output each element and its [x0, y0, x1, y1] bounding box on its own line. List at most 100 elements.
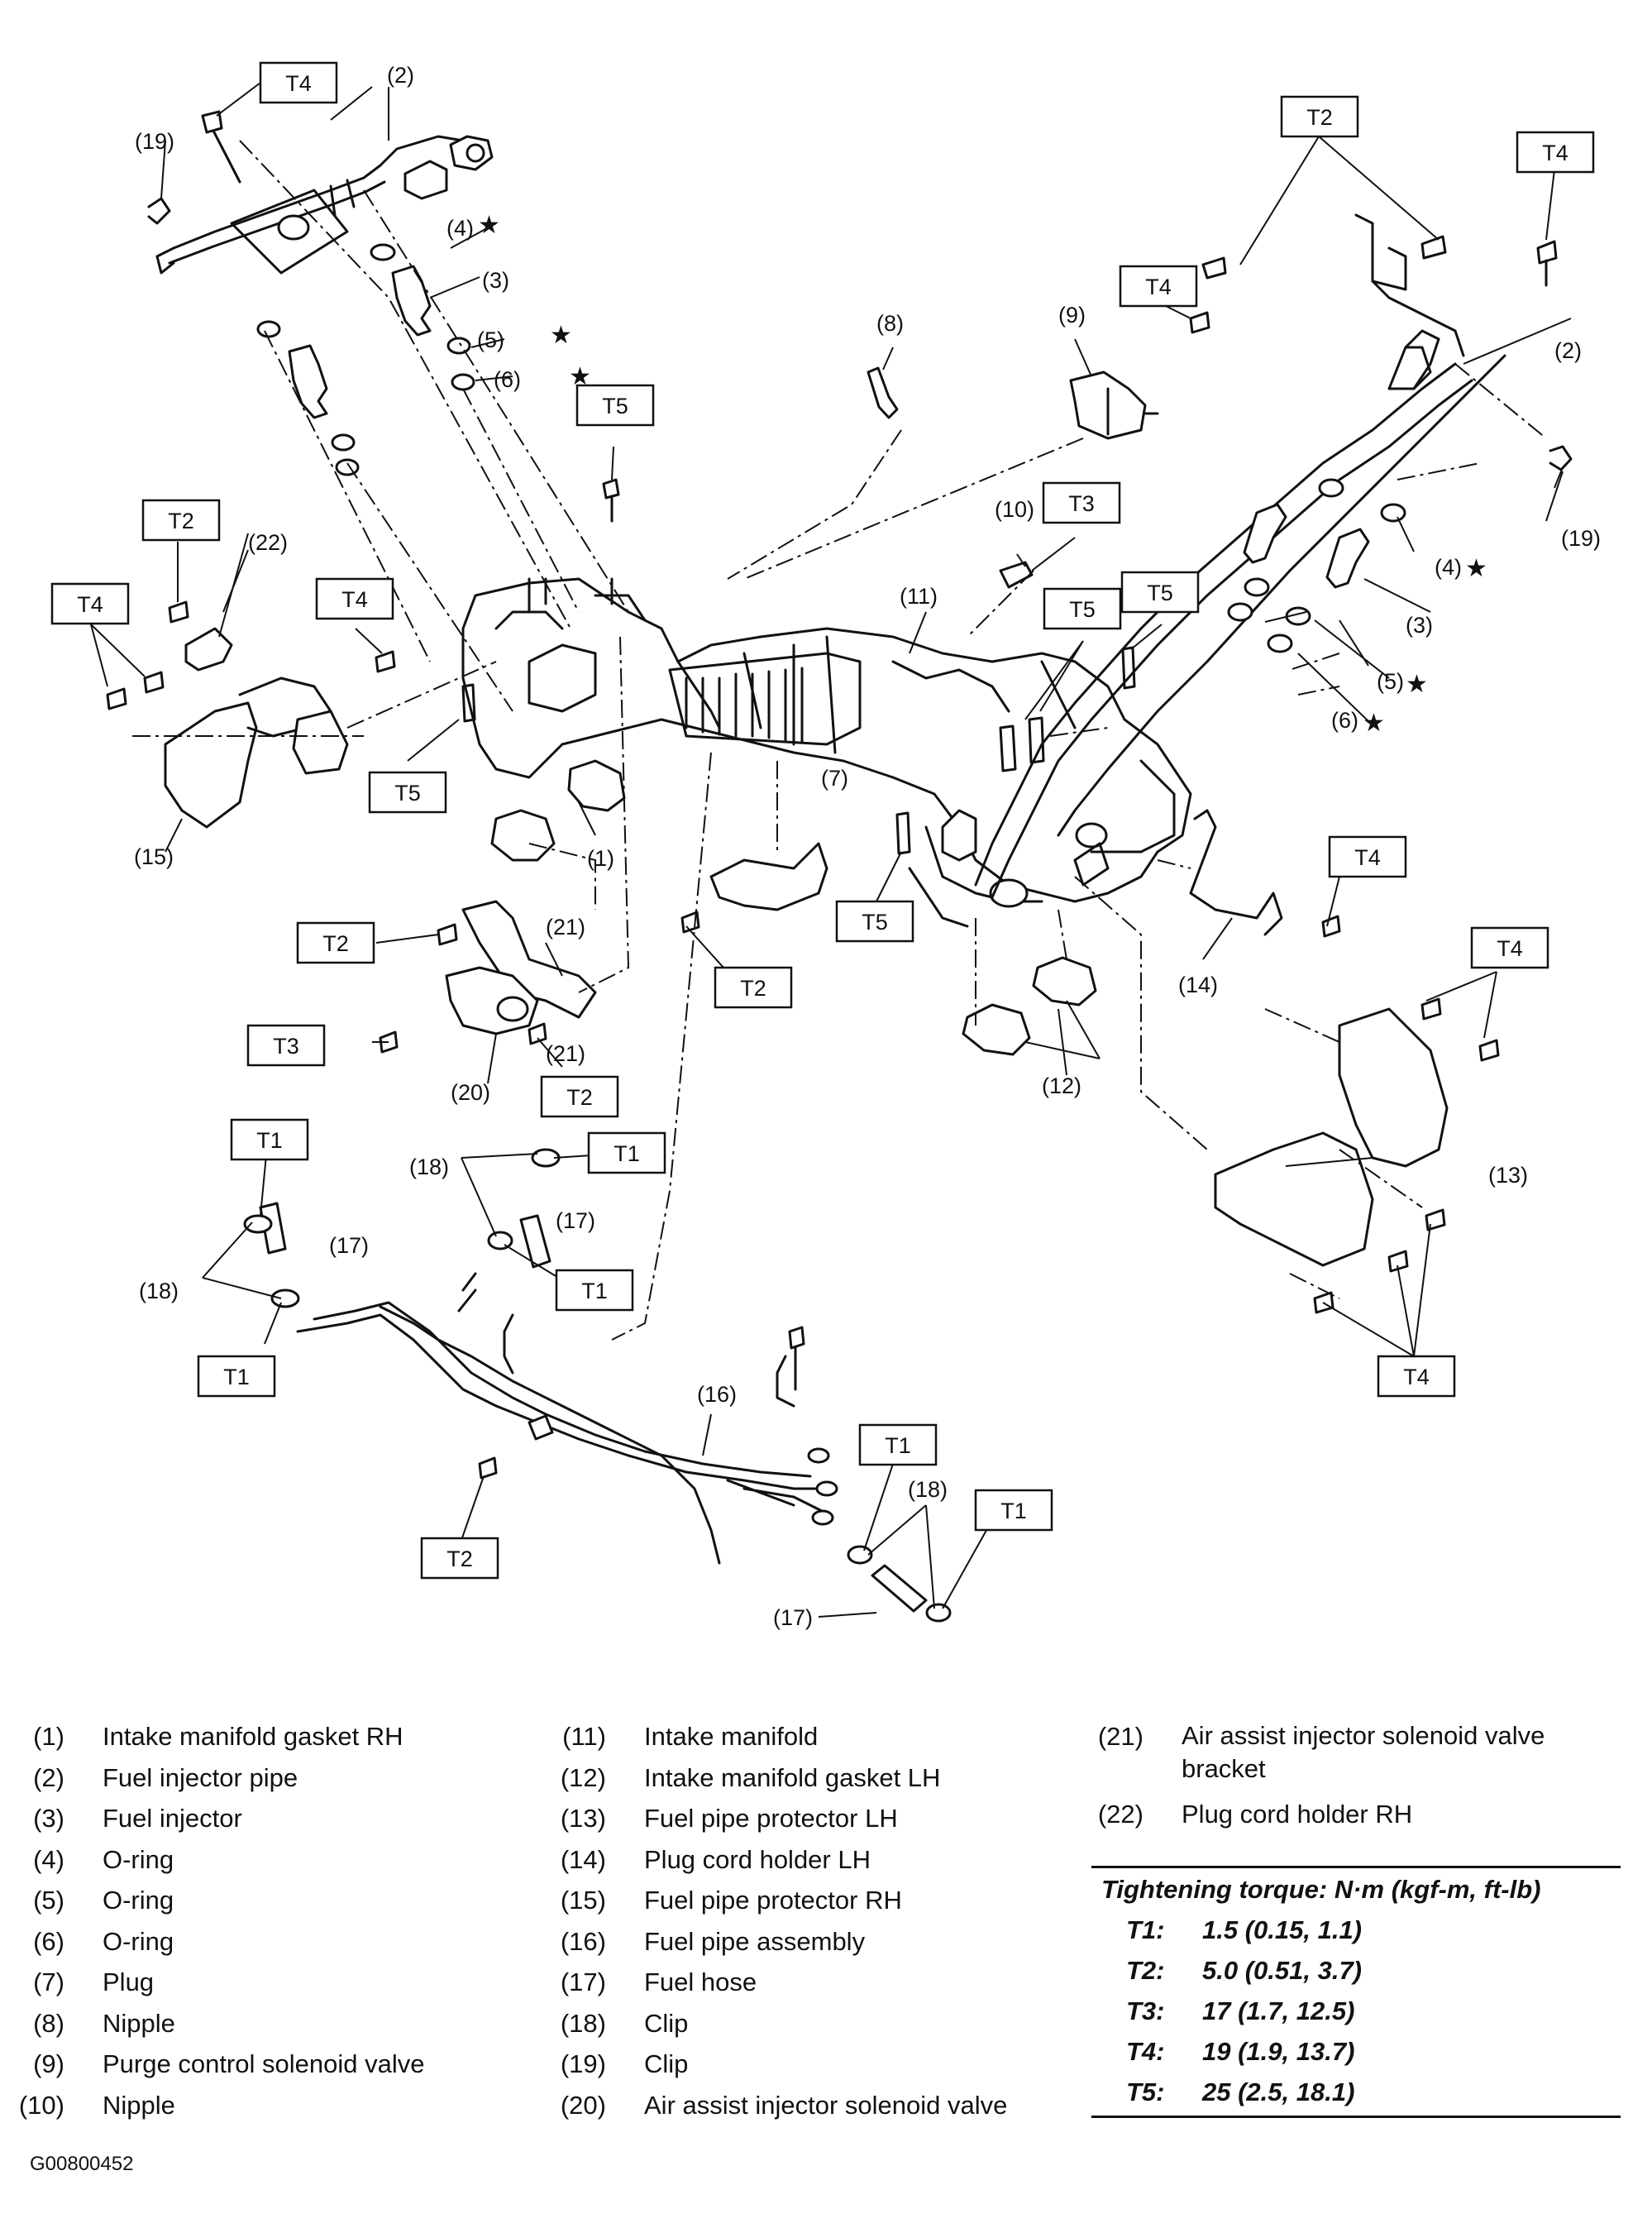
legend-column-2: (11)Intake manifold (12)Intake manifold …: [542, 1716, 1008, 2125]
torque-tag-t2-bracket: T2: [296, 921, 375, 964]
svg-text:(8): (8): [876, 311, 904, 336]
svg-text:(22): (22): [248, 530, 288, 555]
svg-text:(17): (17): [329, 1233, 369, 1258]
torque-tag-t4-left: T4: [50, 582, 130, 625]
svg-text:T1: T1: [885, 1433, 911, 1458]
star-icons: ★ ★ ★ ★ ★ ★: [478, 212, 1487, 737]
torque-tag-t4-protector-lh: T4: [1470, 926, 1549, 969]
torque-row: T5:25 (2.5, 18.1): [1126, 2077, 1355, 2106]
plug-7-part: [709, 842, 828, 911]
svg-text:(3): (3): [482, 268, 509, 293]
svg-text:(15): (15): [134, 844, 174, 869]
callout-numbers: (2) (19) (4) (3) (5) (6) (8) (9) (2) (19…: [134, 63, 1601, 1630]
legend-item: (9)Purge control solenoid valve: [33, 2049, 425, 2078]
svg-text:(6): (6): [494, 367, 521, 392]
legend-item: (4)O-ring: [33, 1844, 174, 1874]
svg-text:T5: T5: [394, 781, 421, 806]
svg-text:(12): (12): [1042, 1073, 1081, 1098]
svg-text:★: ★: [569, 363, 591, 390]
svg-text:(21): (21): [546, 1041, 585, 1066]
svg-text:(7): (7): [821, 766, 848, 791]
svg-text:T3: T3: [273, 1034, 299, 1059]
torque-tag-t2-plug: T2: [714, 966, 793, 1009]
torque-tag-t4-bottom-right: T4: [1377, 1355, 1456, 1398]
legend-item: (2)Fuel injector pipe: [33, 1762, 298, 1792]
clip-18-part: [243, 1148, 952, 1623]
torque-row: T1:1.5 (0.15, 1.1): [1126, 1915, 1363, 1944]
torque-tag-t1-bottom-a: T1: [858, 1423, 938, 1466]
legend-item: (20)Air assist injector solenoid valve: [560, 2090, 1008, 2120]
svg-text:★: ★: [1363, 710, 1385, 737]
divider: [1091, 2116, 1621, 2118]
nipple-8-part: [867, 366, 899, 419]
svg-text:T2: T2: [168, 509, 194, 533]
legend-item: (8)Nipple: [33, 2008, 175, 2038]
fuel-pipe-protector-lh-part: [1214, 1007, 1449, 1267]
torque-tag-t1-upper-mid: T1: [587, 1131, 666, 1174]
svg-text:T4: T4: [1403, 1365, 1430, 1389]
svg-text:T4: T4: [77, 592, 103, 617]
svg-text:(11): (11): [900, 584, 938, 609]
torque-tag-t5-plug: T5: [835, 900, 914, 943]
intake-manifold-part: [461, 577, 1192, 928]
legend-item: (1)Intake manifold gasket RH: [33, 1722, 403, 1751]
legend-item: (5)O-ring: [33, 1886, 174, 1915]
svg-text:T2: T2: [446, 1547, 473, 1571]
torque-tag-t1-mid: T1: [555, 1269, 634, 1312]
torque-tag-t2-bottom: T2: [420, 1537, 499, 1580]
svg-text:(18): (18): [908, 1477, 948, 1502]
svg-text:T4: T4: [285, 71, 312, 96]
svg-text:T4: T4: [1542, 141, 1568, 165]
legend-item: (6)O-ring: [33, 1926, 174, 1956]
torque-row: T3:17 (1.7, 12.5): [1126, 1996, 1355, 2025]
legend-item: (11)Intake manifold: [562, 1722, 819, 1751]
torque-tag-t3-valve: T3: [246, 1024, 326, 1067]
figure-code: G00800452: [30, 2153, 134, 2175]
svg-text:★: ★: [478, 212, 500, 239]
legend-item: (7)Plug: [33, 1967, 155, 1996]
svg-text:T5: T5: [862, 910, 888, 935]
legend-column-3: (21)Air assist injector solenoid valve b…: [1079, 1716, 1545, 1835]
svg-text:(2): (2): [1554, 338, 1582, 363]
fuel-pipe-assembly-part: [296, 1272, 838, 1565]
svg-text:★: ★: [1465, 555, 1487, 582]
torque-tag-t5-mid: T5: [1043, 587, 1122, 630]
clip-19-right-part: [1549, 445, 1573, 471]
legend-item: (12)Intake manifold gasket LH: [560, 1762, 941, 1792]
svg-text:★: ★: [550, 322, 572, 349]
svg-text:(2): (2): [387, 63, 414, 88]
svg-text:(5): (5): [1377, 669, 1404, 694]
torque-tag-t1-upper-left: T1: [230, 1118, 309, 1161]
clip-19-left-part: [147, 197, 171, 225]
plug-cord-holder-rh-part: [184, 627, 233, 672]
svg-text:T1: T1: [614, 1141, 640, 1166]
torque-tag-t4-left-mid: T4: [315, 577, 394, 620]
svg-text:T1: T1: [223, 1365, 250, 1389]
purge-control-solenoid-valve-part: [1069, 371, 1159, 440]
svg-text:T5: T5: [602, 394, 628, 418]
svg-text:T1: T1: [1000, 1499, 1027, 1523]
svg-text:T5: T5: [1147, 581, 1173, 605]
torque-tag-t1-bottom-b: T1: [974, 1489, 1053, 1532]
svg-text:T4: T4: [341, 587, 368, 612]
legend-item: (10)Nipple: [18, 2090, 175, 2120]
svg-text:(16): (16): [697, 1382, 737, 1407]
torque-tag-t3-nipple: T3: [1042, 481, 1121, 524]
svg-text:T4: T4: [1354, 845, 1381, 870]
legend-item: (19)Clip: [560, 2049, 689, 2078]
torque-row: T4:19 (1.9, 13.7): [1126, 2037, 1355, 2066]
svg-text:(5): (5): [477, 328, 504, 352]
legend-item: (14)Plug cord holder LH: [560, 1844, 871, 1874]
svg-text:T5: T5: [1069, 597, 1096, 622]
torque-tag-t4-top-right: T4: [1516, 131, 1595, 174]
svg-text:(10): (10): [995, 497, 1034, 522]
svg-text:T4: T4: [1145, 275, 1172, 299]
gasket-rh-part: [490, 759, 626, 862]
svg-text:(19): (19): [135, 129, 174, 154]
torque-tag-t4-purge: T4: [1119, 265, 1198, 308]
svg-text:(1): (1): [587, 846, 614, 871]
fuel-injector-pipe-left-part: [155, 135, 494, 275]
air-assist-solenoid-valve-part: [445, 966, 539, 1035]
svg-text:T2: T2: [322, 931, 349, 956]
fuel-injector-right-part: [1227, 478, 1406, 653]
